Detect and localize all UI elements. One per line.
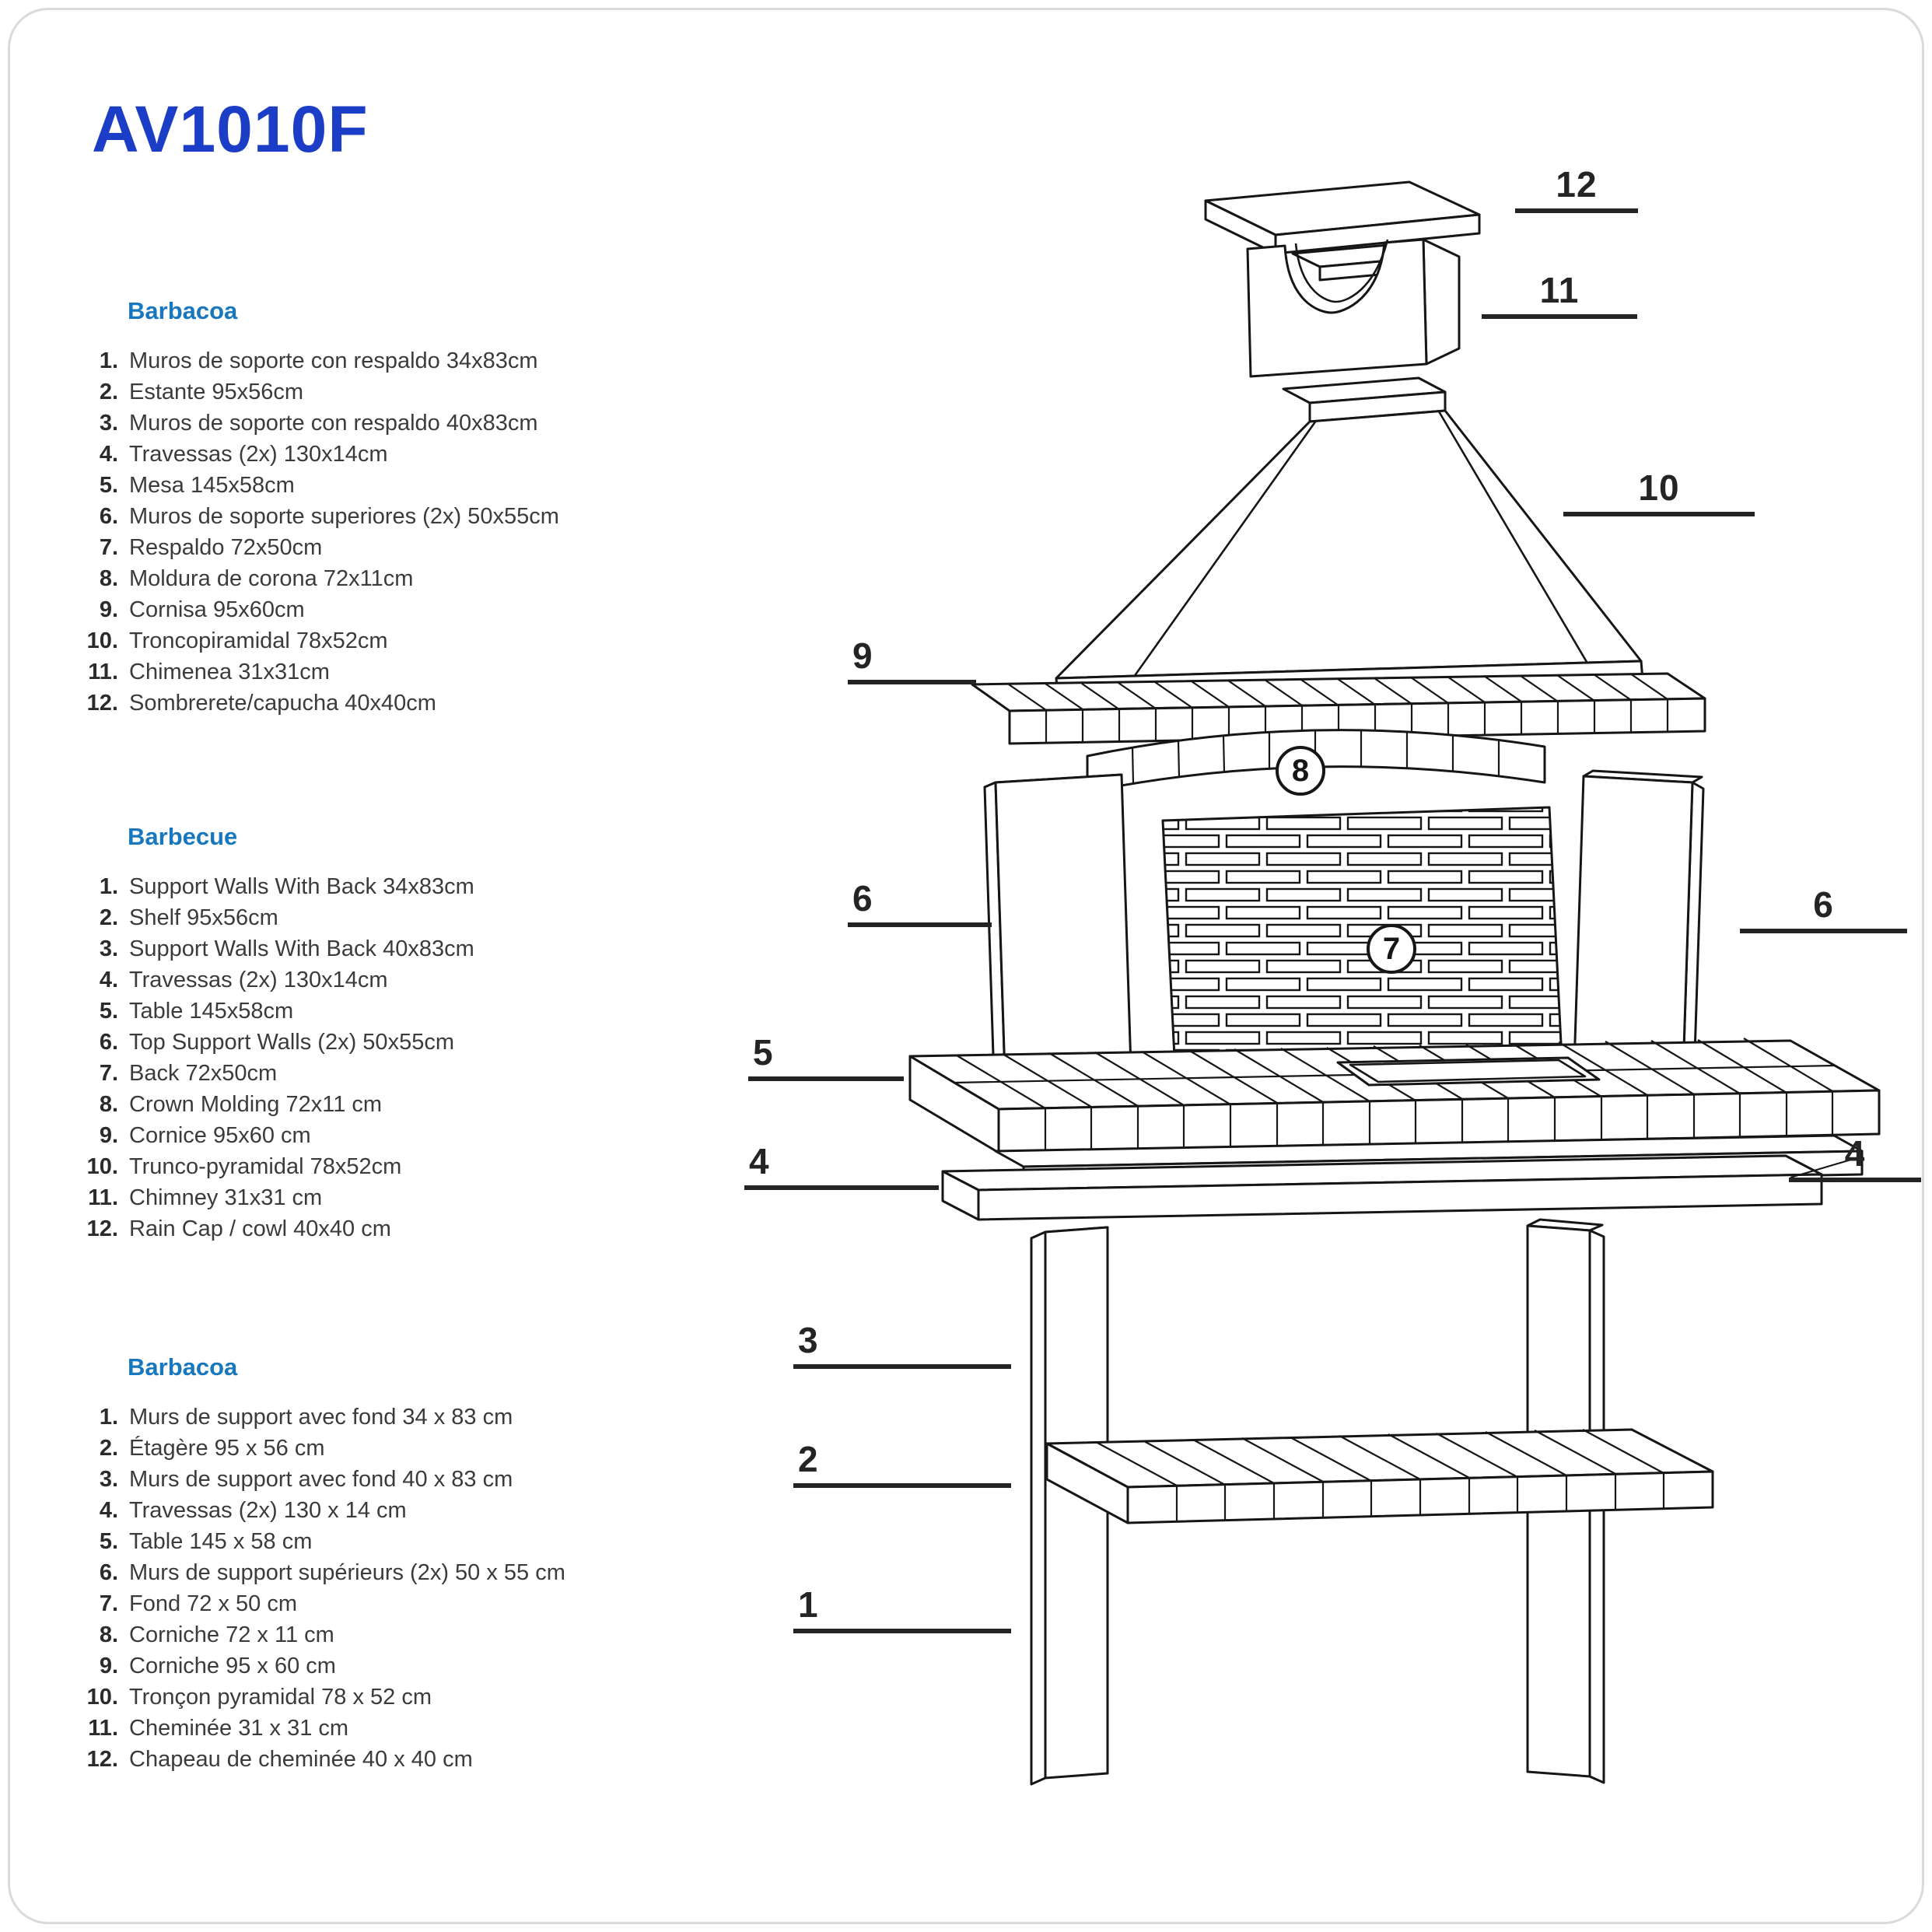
callout-line (748, 1076, 904, 1081)
callout-9: 9 (848, 636, 976, 684)
back-wall-part (1161, 806, 1563, 1074)
list-item: 9.Corniche 95 x 60 cm (99, 1654, 336, 1678)
section-heading-english: Barbecue (128, 823, 238, 850)
section-french: Barbacoa 1.Murs de support avec fond 34 … (78, 1353, 591, 1775)
section-english: Barbecue 1.Support Walls With Back 34x83… (78, 823, 591, 1244)
list-item: 11.Chimney 31x31 cm (88, 1185, 323, 1210)
list-item: 10.Trunco-pyramidal 78x52cm (86, 1154, 402, 1179)
callout-2: 2 (793, 1440, 1011, 1488)
parts-list-spanish: 1.Muros de soporte con respaldo 34x83cm … (78, 345, 591, 719)
list-item: 1.Muros de soporte con respaldo 34x83cm (99, 348, 538, 373)
callout-line (793, 1483, 1011, 1488)
list-item: 6.Murs de support supérieurs (2x) 50 x 5… (99, 1560, 565, 1585)
list-item: 8.Crown Molding 72x11 cm (99, 1092, 383, 1117)
list-item: 9.Cornice 95x60 cm (99, 1123, 311, 1148)
list-item: 3.Murs de support avec fond 40 x 83 cm (99, 1467, 513, 1492)
list-item: 3.Muros de soporte con respaldo 40x83cm (99, 411, 538, 436)
list-item: 7.Back 72x50cm (99, 1061, 278, 1086)
parts-list-french: 1.Murs de support avec fond 34 x 83 cm 2… (78, 1402, 591, 1775)
hood-part (1055, 376, 1644, 698)
callout-5: 5 (748, 1033, 904, 1081)
section-spanish: Barbacoa 1.Muros de soporte con respaldo… (78, 297, 591, 719)
callout-line (1563, 512, 1755, 516)
callout-line (1789, 1178, 1921, 1182)
list-item: 11.Cheminée 31 x 31 cm (88, 1716, 349, 1741)
list-item: 8.Corniche 72 x 11 cm (99, 1622, 334, 1647)
callout-3: 3 (793, 1321, 1011, 1369)
callout-12: 12 (1515, 165, 1638, 213)
list-item: 3.Support Walls With Back 40x83cm (99, 936, 474, 961)
callout-line (744, 1185, 939, 1190)
callout-line (1482, 314, 1637, 319)
table-part (908, 1038, 1881, 1154)
barbecue-exploded-diagram (908, 180, 1881, 1786)
list-item: 12.Sombrerete/capucha 40x40cm (86, 691, 436, 716)
list-item: 9.Cornisa 95x60cm (99, 597, 305, 622)
list-item: 7.Respaldo 72x50cm (99, 535, 323, 560)
support-leg-left-part (1030, 1226, 1109, 1786)
list-item: 7.Fond 72 x 50 cm (99, 1591, 297, 1616)
list-item: 6.Top Support Walls (2x) 50x55cm (99, 1030, 454, 1055)
side-wall-left-part (983, 773, 1132, 1081)
list-item: 4.Travessas (2x) 130 x 14 cm (99, 1498, 407, 1523)
section-heading-french: Barbacoa (128, 1353, 238, 1381)
callout-11: 11 (1482, 271, 1637, 319)
callout-line (793, 1364, 1011, 1369)
side-wall-right-part (1573, 769, 1705, 1080)
list-item: 2.Étagère 95 x 56 cm (99, 1436, 325, 1461)
list-item: 5.Table 145x58cm (99, 999, 294, 1024)
cornice-part (971, 672, 1706, 745)
list-item: 1.Murs de support avec fond 34 x 83 cm (99, 1405, 513, 1430)
callout-line (848, 922, 992, 927)
list-item: 2.Estante 95x56cm (99, 380, 304, 404)
list-item: 10.Tronçon pyramidal 78 x 52 cm (86, 1685, 432, 1710)
list-item: 8.Moldura de corona 72x11cm (99, 566, 414, 591)
product-code-title: AV1010F (92, 93, 369, 166)
callout-line (848, 680, 976, 684)
callout-10: 10 (1563, 468, 1755, 516)
callout-circled-8: 8 (1276, 746, 1325, 796)
list-item: 5.Table 145 x 58 cm (99, 1529, 313, 1554)
callout-line (1740, 929, 1907, 933)
list-item: 1.Support Walls With Back 34x83cm (99, 874, 474, 899)
callout-4-left: 4 (744, 1142, 939, 1190)
callout-4-right: 4 (1789, 1134, 1921, 1182)
list-item: 4.Travessas (2x) 130x14cm (99, 968, 388, 992)
list-item: 5.Mesa 145x58cm (99, 473, 295, 498)
callout-1: 1 (793, 1585, 1011, 1633)
list-item: 4.Travessas (2x) 130x14cm (99, 442, 388, 467)
callout-line (1515, 208, 1638, 213)
callout-line (793, 1629, 1011, 1633)
list-item: 10.Troncopiramidal 78x52cm (86, 628, 388, 653)
list-item: 12.Chapeau de cheminée 40 x 40 cm (86, 1747, 473, 1772)
callout-circled-7: 7 (1367, 924, 1416, 974)
list-item: 6.Muros de soporte superiores (2x) 50x55… (99, 504, 559, 529)
callout-6-left: 6 (848, 879, 992, 927)
parts-list-english: 1.Support Walls With Back 34x83cm 2.Shel… (78, 871, 591, 1244)
callout-6-right: 6 (1740, 885, 1907, 933)
list-item: 2.Shelf 95x56cm (99, 905, 278, 930)
section-heading-spanish: Barbacoa (128, 297, 238, 324)
chimney-part (1246, 238, 1461, 378)
list-item: 11.Chimenea 31x31cm (88, 660, 330, 684)
shelf-part (1045, 1428, 1714, 1524)
travessas-part (941, 1134, 1864, 1221)
list-item: 12.Rain Cap / cowl 40x40 cm (86, 1216, 391, 1241)
